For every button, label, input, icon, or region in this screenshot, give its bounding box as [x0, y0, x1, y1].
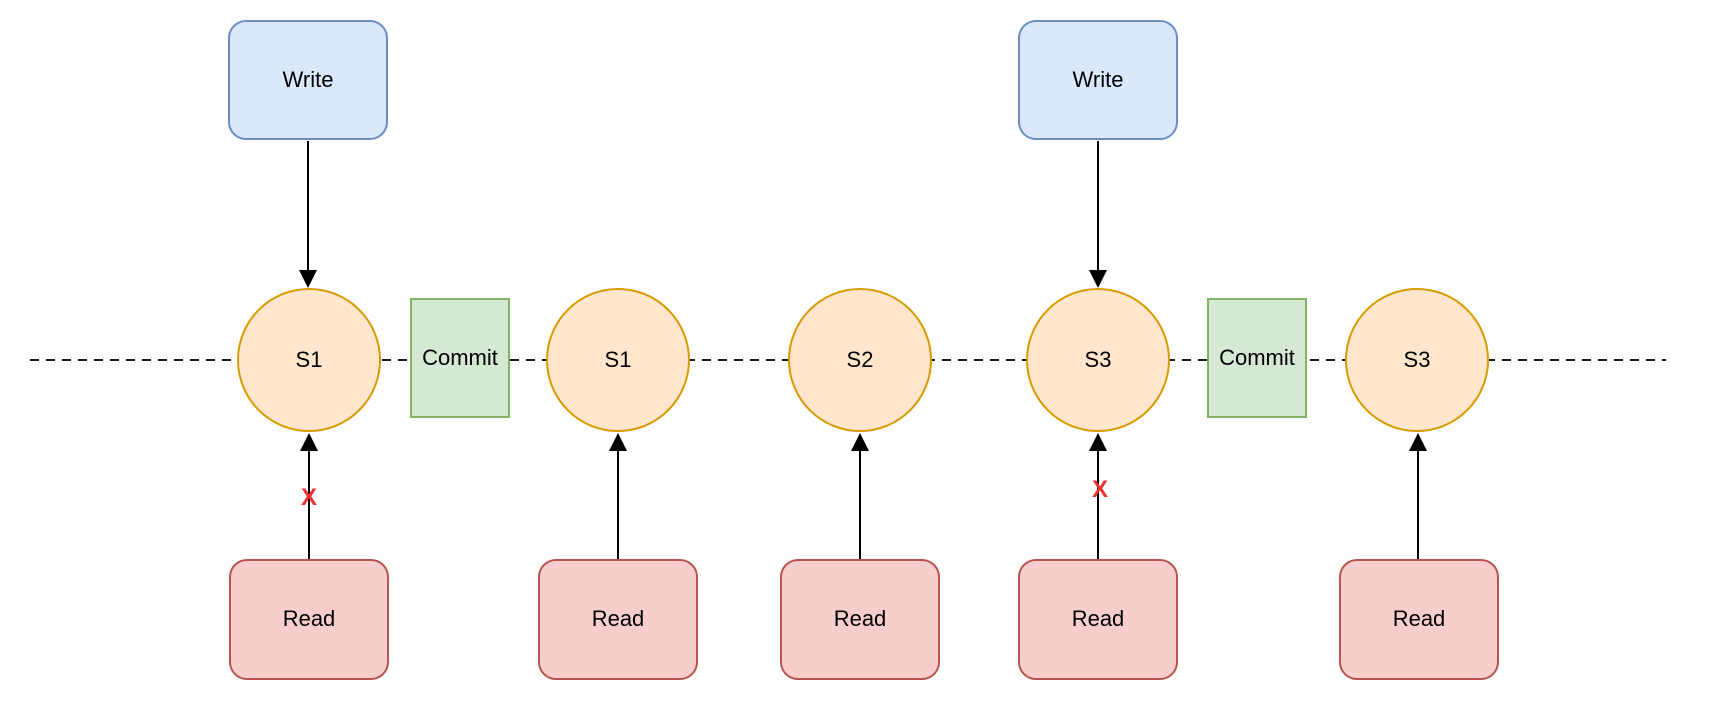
snapshot-label: S3	[1403, 346, 1431, 372]
blocked-read-x-mark-1: X	[300, 484, 318, 511]
snapshot-label: S3	[1084, 346, 1112, 372]
snapshot-node-s1-a: S1	[237, 288, 381, 432]
read-box-1: Read	[229, 559, 389, 680]
snapshot-node-s3-b: S3	[1345, 288, 1489, 432]
write-arrow-2	[1089, 141, 1107, 288]
write-arrow-1	[299, 141, 317, 288]
snapshot-node-s1-b: S1	[546, 288, 690, 432]
read-label: Read	[282, 606, 336, 632]
commit-label: Commit	[1219, 344, 1295, 370]
arrowhead-down-icon	[1089, 270, 1107, 288]
read-box-4: Read	[1018, 559, 1178, 680]
arrowhead-up-icon	[609, 433, 627, 451]
snapshot-label: S1	[604, 346, 632, 372]
read-box-5: Read	[1339, 559, 1499, 680]
arrow-shaft	[617, 448, 619, 559]
read-label: Read	[833, 606, 887, 632]
snapshot-node-s3-a: S3	[1026, 288, 1170, 432]
arrowhead-down-icon	[299, 270, 317, 288]
read-arrow-2	[609, 433, 627, 559]
read-arrow-1	[300, 433, 318, 559]
arrow-shaft	[1097, 141, 1099, 273]
snapshot-label: S1	[295, 346, 323, 372]
read-label: Read	[1071, 606, 1125, 632]
arrowhead-up-icon	[1409, 433, 1427, 451]
write-box-2: Write	[1018, 20, 1178, 140]
read-arrow-5	[1409, 433, 1427, 559]
arrow-shaft	[1097, 448, 1099, 559]
read-label: Read	[591, 606, 645, 632]
write-box-1: Write	[228, 20, 388, 140]
snapshot-node-s2: S2	[788, 288, 932, 432]
arrowhead-up-icon	[300, 433, 318, 451]
commit-box-1: Commit	[410, 298, 510, 418]
read-box-2: Read	[538, 559, 698, 680]
arrowhead-up-icon	[851, 433, 869, 451]
read-label: Read	[1392, 606, 1446, 632]
arrowhead-up-icon	[1089, 433, 1107, 451]
snapshot-label: S2	[846, 346, 874, 372]
write-label: Write	[1072, 66, 1124, 92]
commit-label: Commit	[422, 344, 498, 370]
read-box-3: Read	[780, 559, 940, 680]
write-label: Write	[282, 66, 334, 92]
arrow-shaft	[308, 448, 310, 559]
arrow-shaft	[859, 448, 861, 559]
arrow-shaft	[307, 141, 309, 273]
read-arrow-4	[1089, 433, 1107, 559]
commit-box-2: Commit	[1207, 298, 1307, 418]
blocked-read-x-mark-2: X	[1091, 476, 1109, 503]
arrow-shaft	[1417, 448, 1419, 559]
read-arrow-3	[851, 433, 869, 559]
